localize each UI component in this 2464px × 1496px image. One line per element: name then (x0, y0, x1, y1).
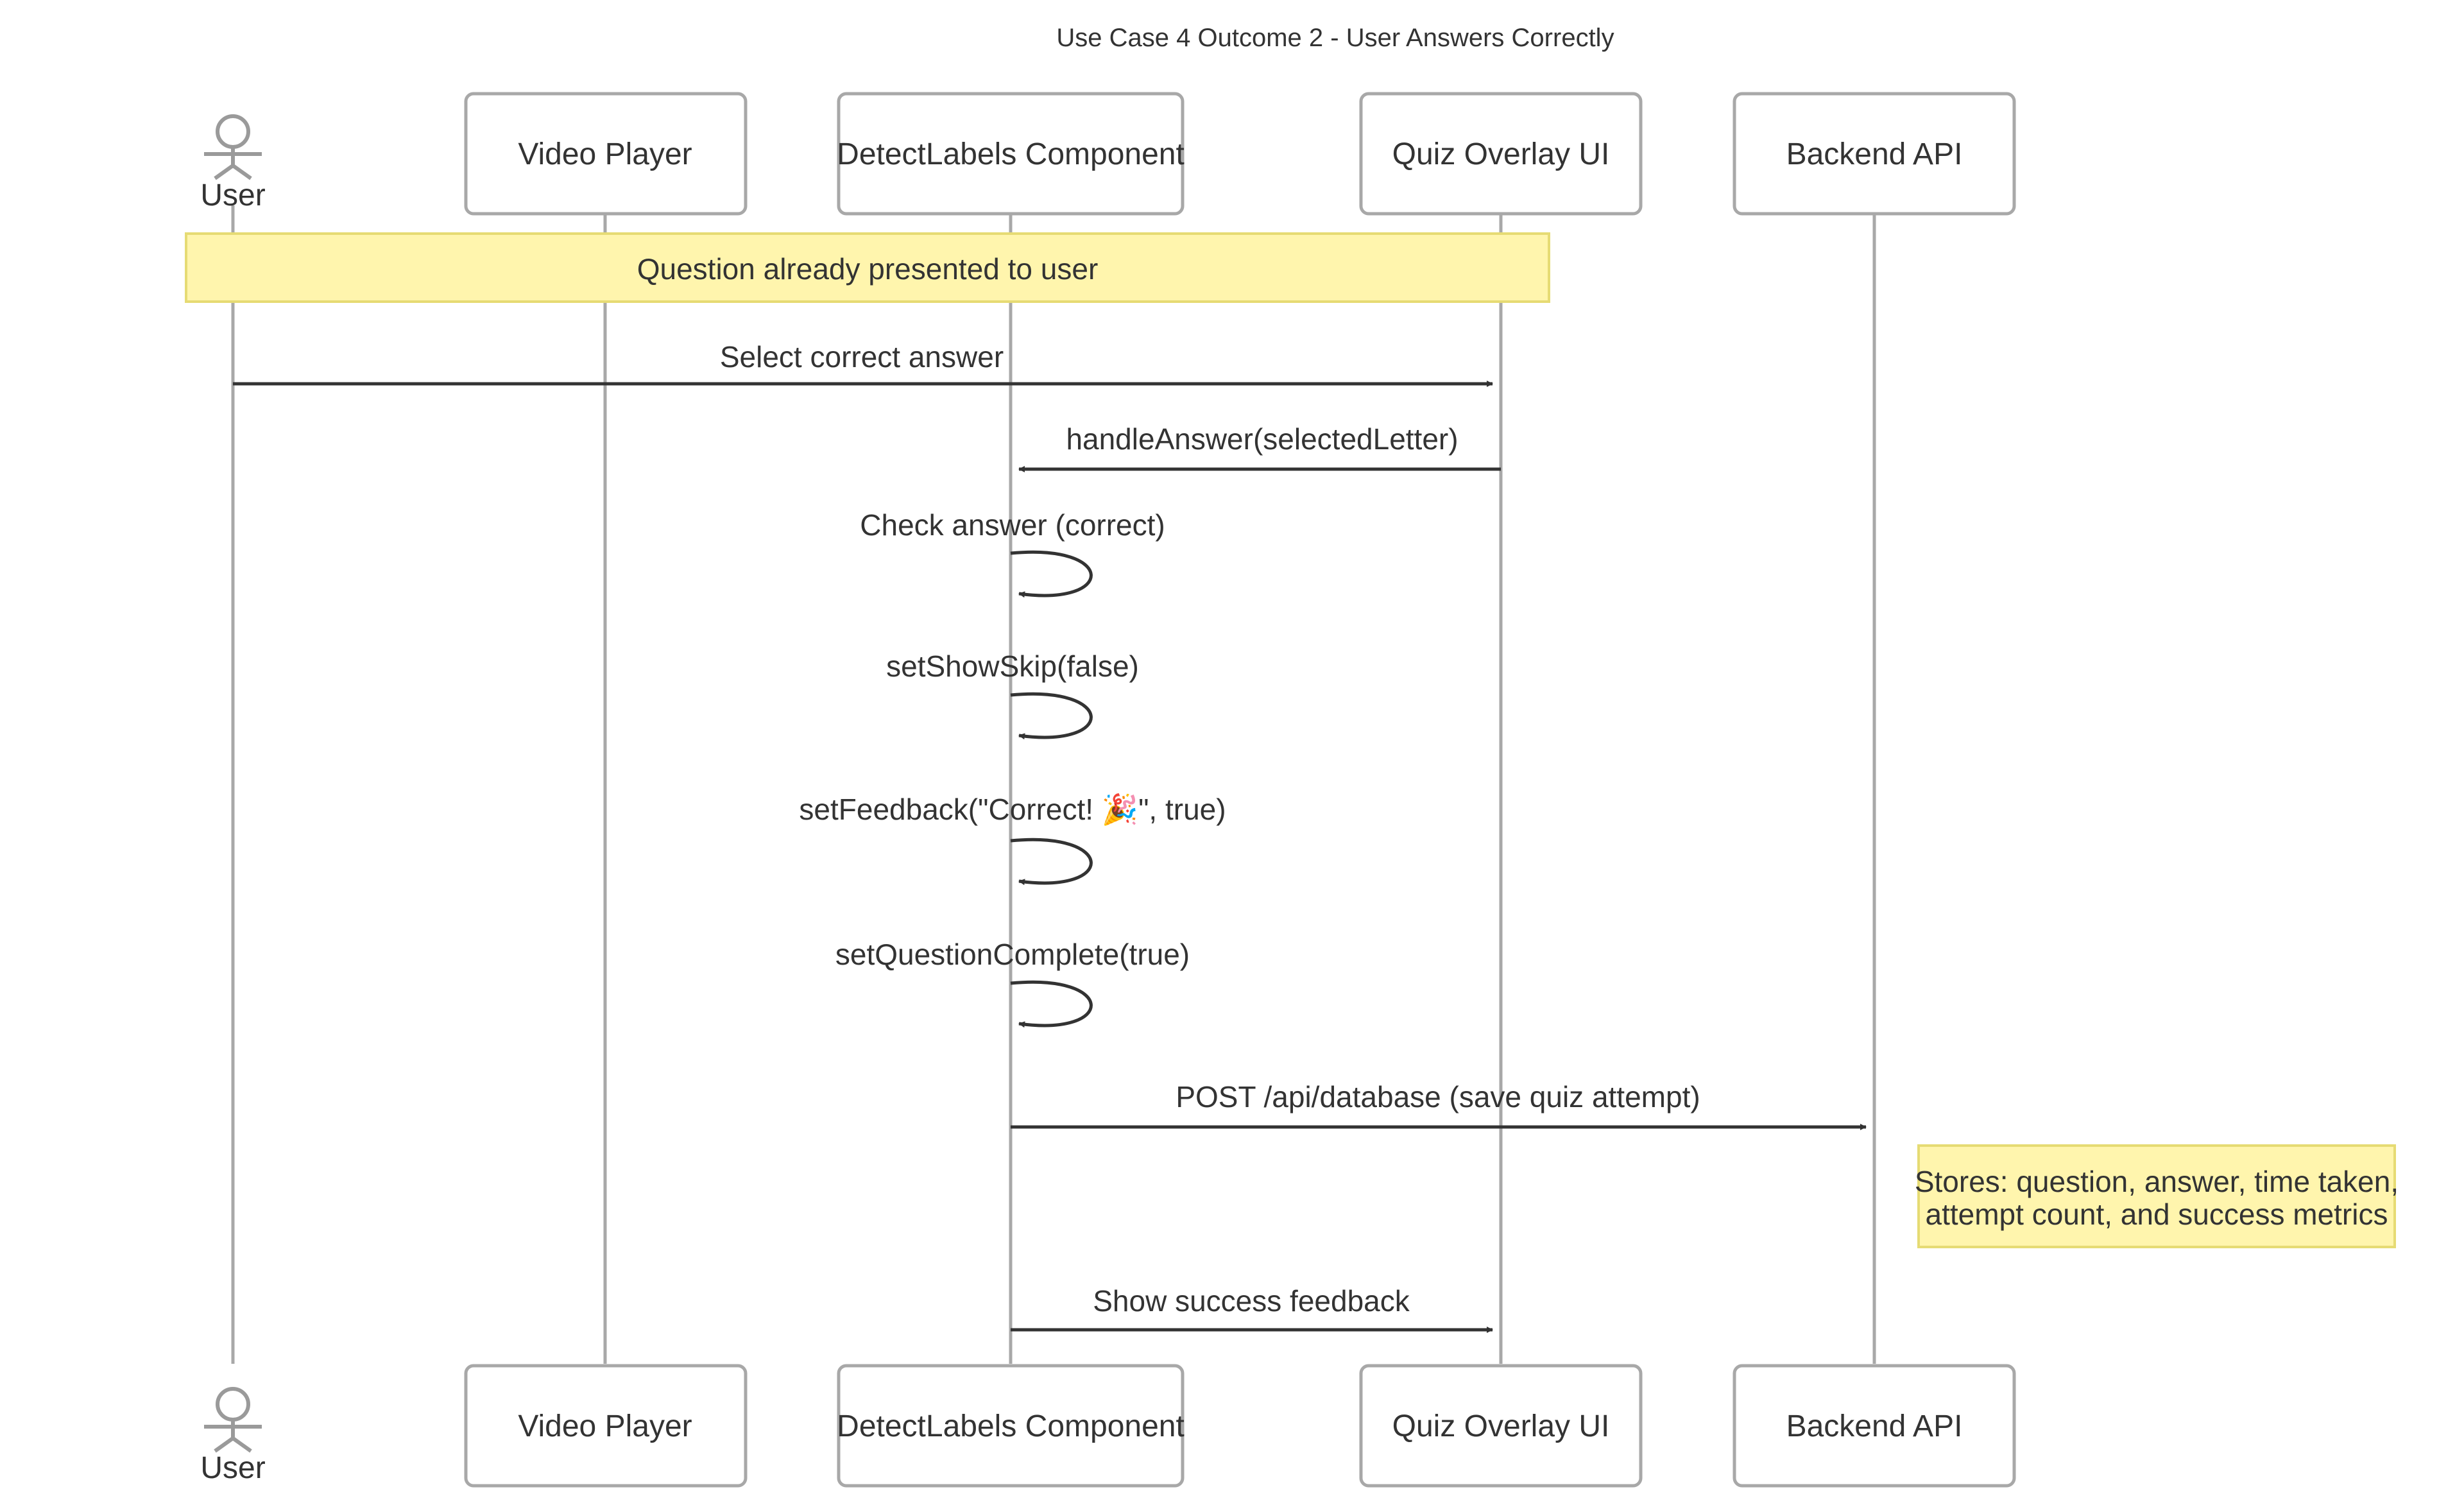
participant-quiz-bottom: Quiz Overlay UI (1359, 1364, 1643, 1488)
message-label: POST /api/database (save quiz attempt) (1176, 1080, 1700, 1113)
note-text-line-1: Stores: question, answer, time taken, (1915, 1165, 2399, 1198)
participant-detect-top: DetectLabels Component (837, 92, 1185, 216)
participant-backend-top: Backend API (1733, 92, 2016, 216)
message-label: handleAnswer(selectedLetter) (1066, 422, 1458, 456)
message-select-correct-answer: Select correct answer (233, 340, 1493, 387)
message-show-success-feedback: Show success feedback (1011, 1284, 1493, 1333)
note-stores-metrics: Stores: question, answer, time taken, at… (1915, 1144, 2399, 1248)
message-set-question-complete: setQuestionComplete(true) (835, 938, 1190, 1028)
note-question-presented: Question already presented to user (185, 232, 1550, 303)
message-label: Check answer (correct) (860, 508, 1165, 542)
diagram-title: Use Case 4 Outcome 2 - User Answers Corr… (1056, 24, 1614, 52)
message-label: setShowSkip(false) (886, 649, 1139, 683)
message-label: Select correct answer (720, 340, 1004, 374)
actor-user-bottom: User (200, 1387, 266, 1485)
message-set-show-skip: setShowSkip(false) (886, 649, 1139, 740)
participant-video-top: Video Player (464, 92, 748, 216)
participant-label: Backend API (1786, 1409, 1963, 1443)
participant-label: DetectLabels Component (837, 137, 1185, 171)
participant-label: User (200, 178, 265, 212)
message-label: setQuestionComplete(true) (835, 938, 1190, 971)
participant-label: User (200, 1451, 265, 1485)
message-post-api-database: POST /api/database (save quiz attempt) (1011, 1080, 1867, 1130)
participant-quiz-top: Quiz Overlay UI (1359, 92, 1643, 216)
participant-detect-bottom: DetectLabels Component (837, 1364, 1185, 1488)
note-text-line-2: attempt count, and success metrics (1926, 1198, 2388, 1231)
message-label: Show success feedback (1093, 1284, 1410, 1318)
message-check-answer: Check answer (correct) (860, 508, 1165, 598)
message-set-feedback: setFeedback("Correct! 🎉", true) (799, 793, 1226, 886)
participant-video-bottom: Video Player (464, 1364, 748, 1488)
actor-user-top: User (200, 114, 266, 212)
message-label: setFeedback("Correct! 🎉", true) (799, 793, 1226, 827)
message-handle-answer: handleAnswer(selectedLetter) (1018, 422, 1501, 472)
participant-label: Quiz Overlay UI (1392, 1409, 1610, 1443)
participant-label: Backend API (1786, 137, 1963, 171)
participant-label: Quiz Overlay UI (1392, 137, 1610, 171)
participant-backend-bottom: Backend API (1733, 1364, 2016, 1488)
participant-label: DetectLabels Component (837, 1409, 1185, 1443)
note-text: Question already presented to user (637, 252, 1099, 286)
participant-label: Video Player (518, 1409, 692, 1443)
participant-label: Video Player (518, 137, 692, 171)
